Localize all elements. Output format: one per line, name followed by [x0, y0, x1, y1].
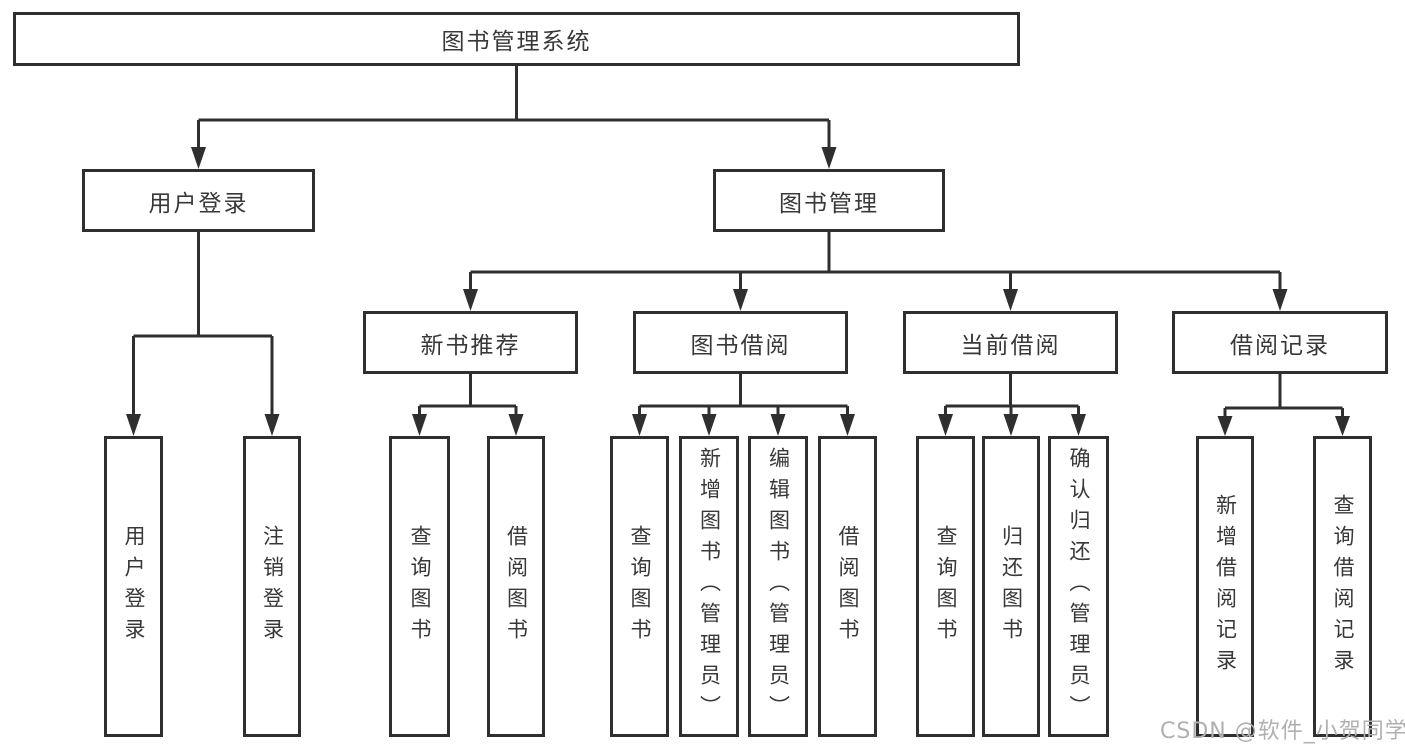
node-label: 查询图书: [934, 524, 958, 649]
connector-book-management-to-level3: [463, 232, 1288, 311]
node-label: 查询借阅记录: [1331, 493, 1355, 680]
node-label: 用户登录: [122, 524, 146, 649]
node-label: 查询图书: [408, 524, 432, 649]
node-borrowing-records: 借阅记录: [1172, 311, 1388, 374]
leaf-borrowing-query-books: 查询图书: [610, 436, 669, 737]
leaf-current-query-books: 查询图书: [916, 436, 975, 737]
connector-book-borrowing-to-leaves: [632, 374, 855, 436]
node-label: 新增借阅记录: [1213, 493, 1238, 680]
leaf-logout: 注销登录: [243, 436, 301, 737]
node-book-management: 图书管理: [713, 169, 945, 232]
node-label: 借阅记录: [1230, 332, 1330, 359]
connector-new-book-to-leaves: [412, 374, 524, 436]
connector-current-borrowing-to-leaves: [938, 374, 1086, 436]
node-current-borrowing: 当前借阅: [903, 311, 1118, 374]
csdn-watermark: CSDN @软件_小贺同学: [1160, 719, 1405, 744]
node-label: 查询图书: [628, 524, 652, 649]
node-root: 图书管理系统: [13, 12, 1020, 66]
node-label: 借阅图书: [836, 524, 860, 649]
leaf-newbook-borrow-books: 借阅图书: [487, 436, 545, 737]
leaf-borrowing-edit-books-admin: 编辑图书（管理员）: [748, 436, 808, 737]
node-label: 用户登录: [148, 190, 249, 217]
node-label: 确认归还（管理员）: [1067, 447, 1091, 726]
node-user-login: 用户登录: [82, 169, 315, 232]
node-new-book-recommendation: 新书推荐: [363, 311, 578, 374]
node-label: 当前借阅: [960, 332, 1061, 359]
node-label: 新书推荐: [420, 332, 521, 359]
node-book-borrowing: 图书借阅: [633, 311, 848, 374]
connector-root-to-level2: [191, 66, 837, 169]
leaf-newbook-query-books: 查询图书: [389, 436, 450, 737]
node-label: 编辑图书（管理员）: [766, 447, 791, 726]
node-label: 图书管理系统: [441, 29, 592, 55]
node-label: 图书借阅: [690, 332, 791, 359]
leaf-records-query-record: 查询借阅记录: [1313, 436, 1372, 737]
leaf-borrowing-add-books-admin: 新增图书（管理员）: [679, 436, 739, 737]
leaf-current-return-books: 归还图书: [982, 436, 1040, 737]
node-label: 归还图书: [999, 524, 1024, 649]
connector-user-login-to-leaves: [126, 232, 280, 436]
node-label: 注销登录: [260, 524, 285, 649]
leaf-current-confirm-return-admin: 确认归还（管理员）: [1048, 436, 1109, 737]
node-label: 借阅图书: [504, 524, 529, 649]
node-label: 新增图书（管理员）: [697, 447, 722, 726]
connector-borrowing-records-to-leaves: [1217, 374, 1350, 436]
leaf-records-add-record: 新增借阅记录: [1196, 436, 1254, 737]
leaf-user-login: 用户登录: [104, 436, 163, 737]
leaf-borrowing-borrow-books: 借阅图书: [818, 436, 877, 737]
node-label: 图书管理: [779, 190, 879, 217]
